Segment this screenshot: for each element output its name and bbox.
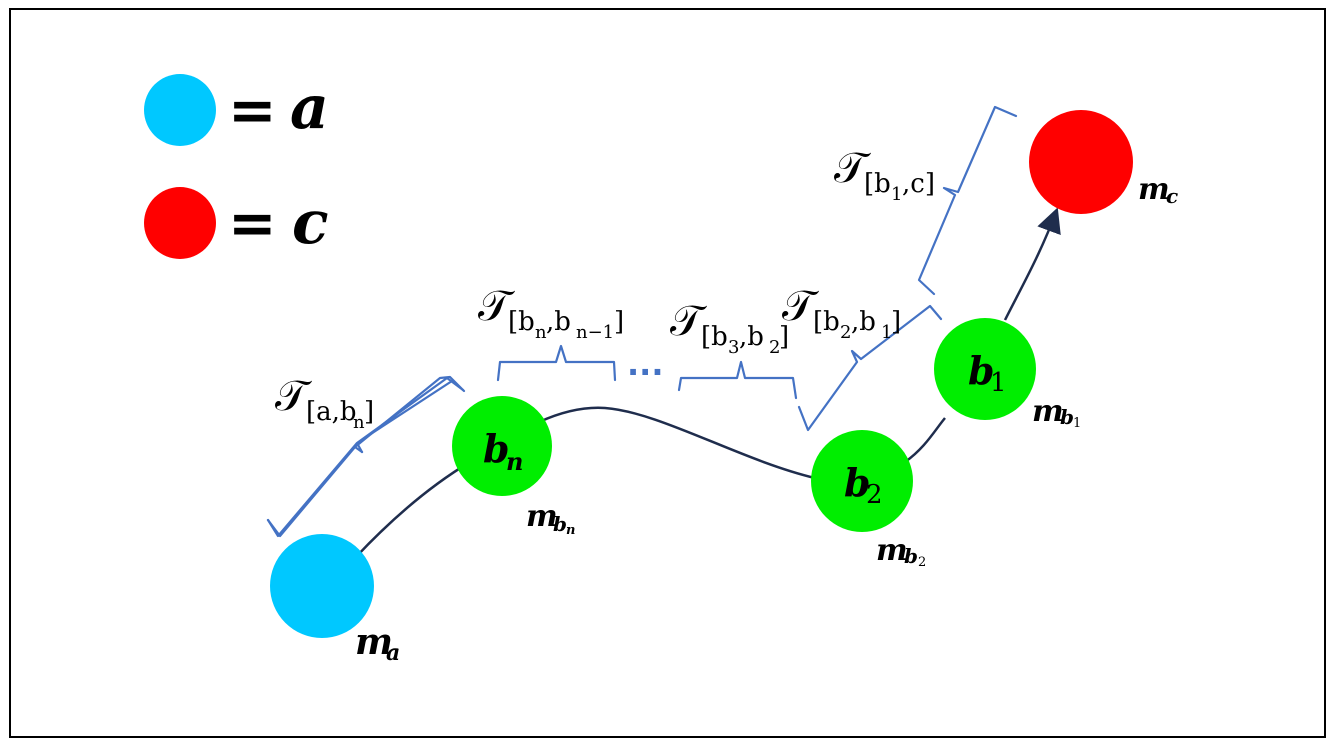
node-b1 <box>934 318 1036 420</box>
mass-b1-sub: b <box>1060 405 1074 429</box>
interval-b1-c-label: 𝒯 [b 1 ,c] <box>834 143 935 205</box>
svg-text:]: ] <box>779 322 789 352</box>
bracket-b3-b2 <box>677 360 798 400</box>
node-c <box>1029 110 1133 214</box>
interval-bn-bn1-label: 𝒯 [b n ,b n−1 ] <box>478 281 624 343</box>
bracket-b2-b1 <box>797 304 943 432</box>
node-b1-sub: 1 <box>990 368 1007 398</box>
svg-text:2: 2 <box>769 337 780 358</box>
svg-text:n: n <box>535 322 547 343</box>
svg-text:𝒯: 𝒯 <box>834 143 871 192</box>
node-b2-sub: 2 <box>866 480 883 510</box>
svg-text:,b: ,b <box>851 307 876 337</box>
legend-a-equals: = <box>228 76 277 144</box>
legend-c-label: c <box>292 188 329 258</box>
svg-text:,b: ,b <box>739 322 764 352</box>
svg-text:[b: [b <box>701 322 728 352</box>
svg-text:1: 1 <box>891 184 902 205</box>
trajectory-path-segment-2 <box>904 417 946 464</box>
mass-b1-label: m <box>1032 394 1064 429</box>
mass-bn-label: m <box>526 499 558 534</box>
svg-text:,b: ,b <box>546 307 571 337</box>
interval-b2-b1-label: 𝒯 [b 2 ,b 1 ] <box>782 281 901 343</box>
legend-c-equals: = <box>228 189 277 257</box>
svg-text:]: ] <box>364 397 374 427</box>
svg-text:1: 1 <box>881 322 892 343</box>
legend-a-label: a <box>290 73 329 143</box>
svg-text:]: ] <box>614 307 624 337</box>
node-b2-label: b <box>844 460 871 505</box>
mass-b2-label: m <box>876 533 908 568</box>
mass-bn-sub: b <box>553 512 567 536</box>
legend-a-swatch <box>144 74 216 146</box>
svg-text:𝒯: 𝒯 <box>670 296 707 345</box>
node-bn <box>452 396 552 496</box>
svg-text:𝒯: 𝒯 <box>275 371 312 420</box>
mass-a-sub: a <box>386 640 400 666</box>
bracket-a-bn-brace <box>266 375 466 538</box>
legend-c-swatch <box>144 187 216 259</box>
svg-text:[b: [b <box>864 169 891 199</box>
svg-text:,c]: ,c] <box>902 169 935 199</box>
interval-a-bn-label: 𝒯 [a,b n ] <box>275 371 374 433</box>
svg-text:[b: [b <box>508 307 535 337</box>
mass-bn-subsub: n <box>566 523 575 538</box>
svg-text:[a,b: [a,b <box>306 397 357 427</box>
mass-c-label: m <box>1138 172 1170 207</box>
svg-text:𝒯: 𝒯 <box>478 281 515 330</box>
node-bn-sub: n <box>506 447 523 476</box>
mass-b2-subsub: 2 <box>918 555 926 570</box>
mass-b2-sub: b <box>904 544 918 568</box>
svg-text:]: ] <box>891 307 901 337</box>
mass-c-sub: c <box>1166 184 1178 208</box>
mass-b1-subsub: 1 <box>1073 416 1081 431</box>
mass-a-label: m <box>355 621 393 663</box>
svg-text:n: n <box>353 412 365 433</box>
node-a <box>270 534 374 638</box>
node-bn-label: b <box>483 426 510 471</box>
node-b1-label: b <box>968 348 995 393</box>
node-b2 <box>811 430 913 532</box>
ellipsis-dots: ··· <box>627 353 663 391</box>
bracket-b1-c <box>917 105 1018 296</box>
svg-text:𝒯: 𝒯 <box>782 281 819 330</box>
svg-text:3: 3 <box>728 337 739 358</box>
svg-text:[b: [b <box>813 307 840 337</box>
svg-text:2: 2 <box>840 322 851 343</box>
bracket-bn-bn1 <box>496 344 617 382</box>
trajectory-path <box>354 406 816 559</box>
trajectory-arrow <box>1003 207 1061 321</box>
interval-b3-b2-label: 𝒯 [b 3 ,b 2 ] <box>670 296 789 358</box>
svg-text:n−1: n−1 <box>576 322 614 343</box>
